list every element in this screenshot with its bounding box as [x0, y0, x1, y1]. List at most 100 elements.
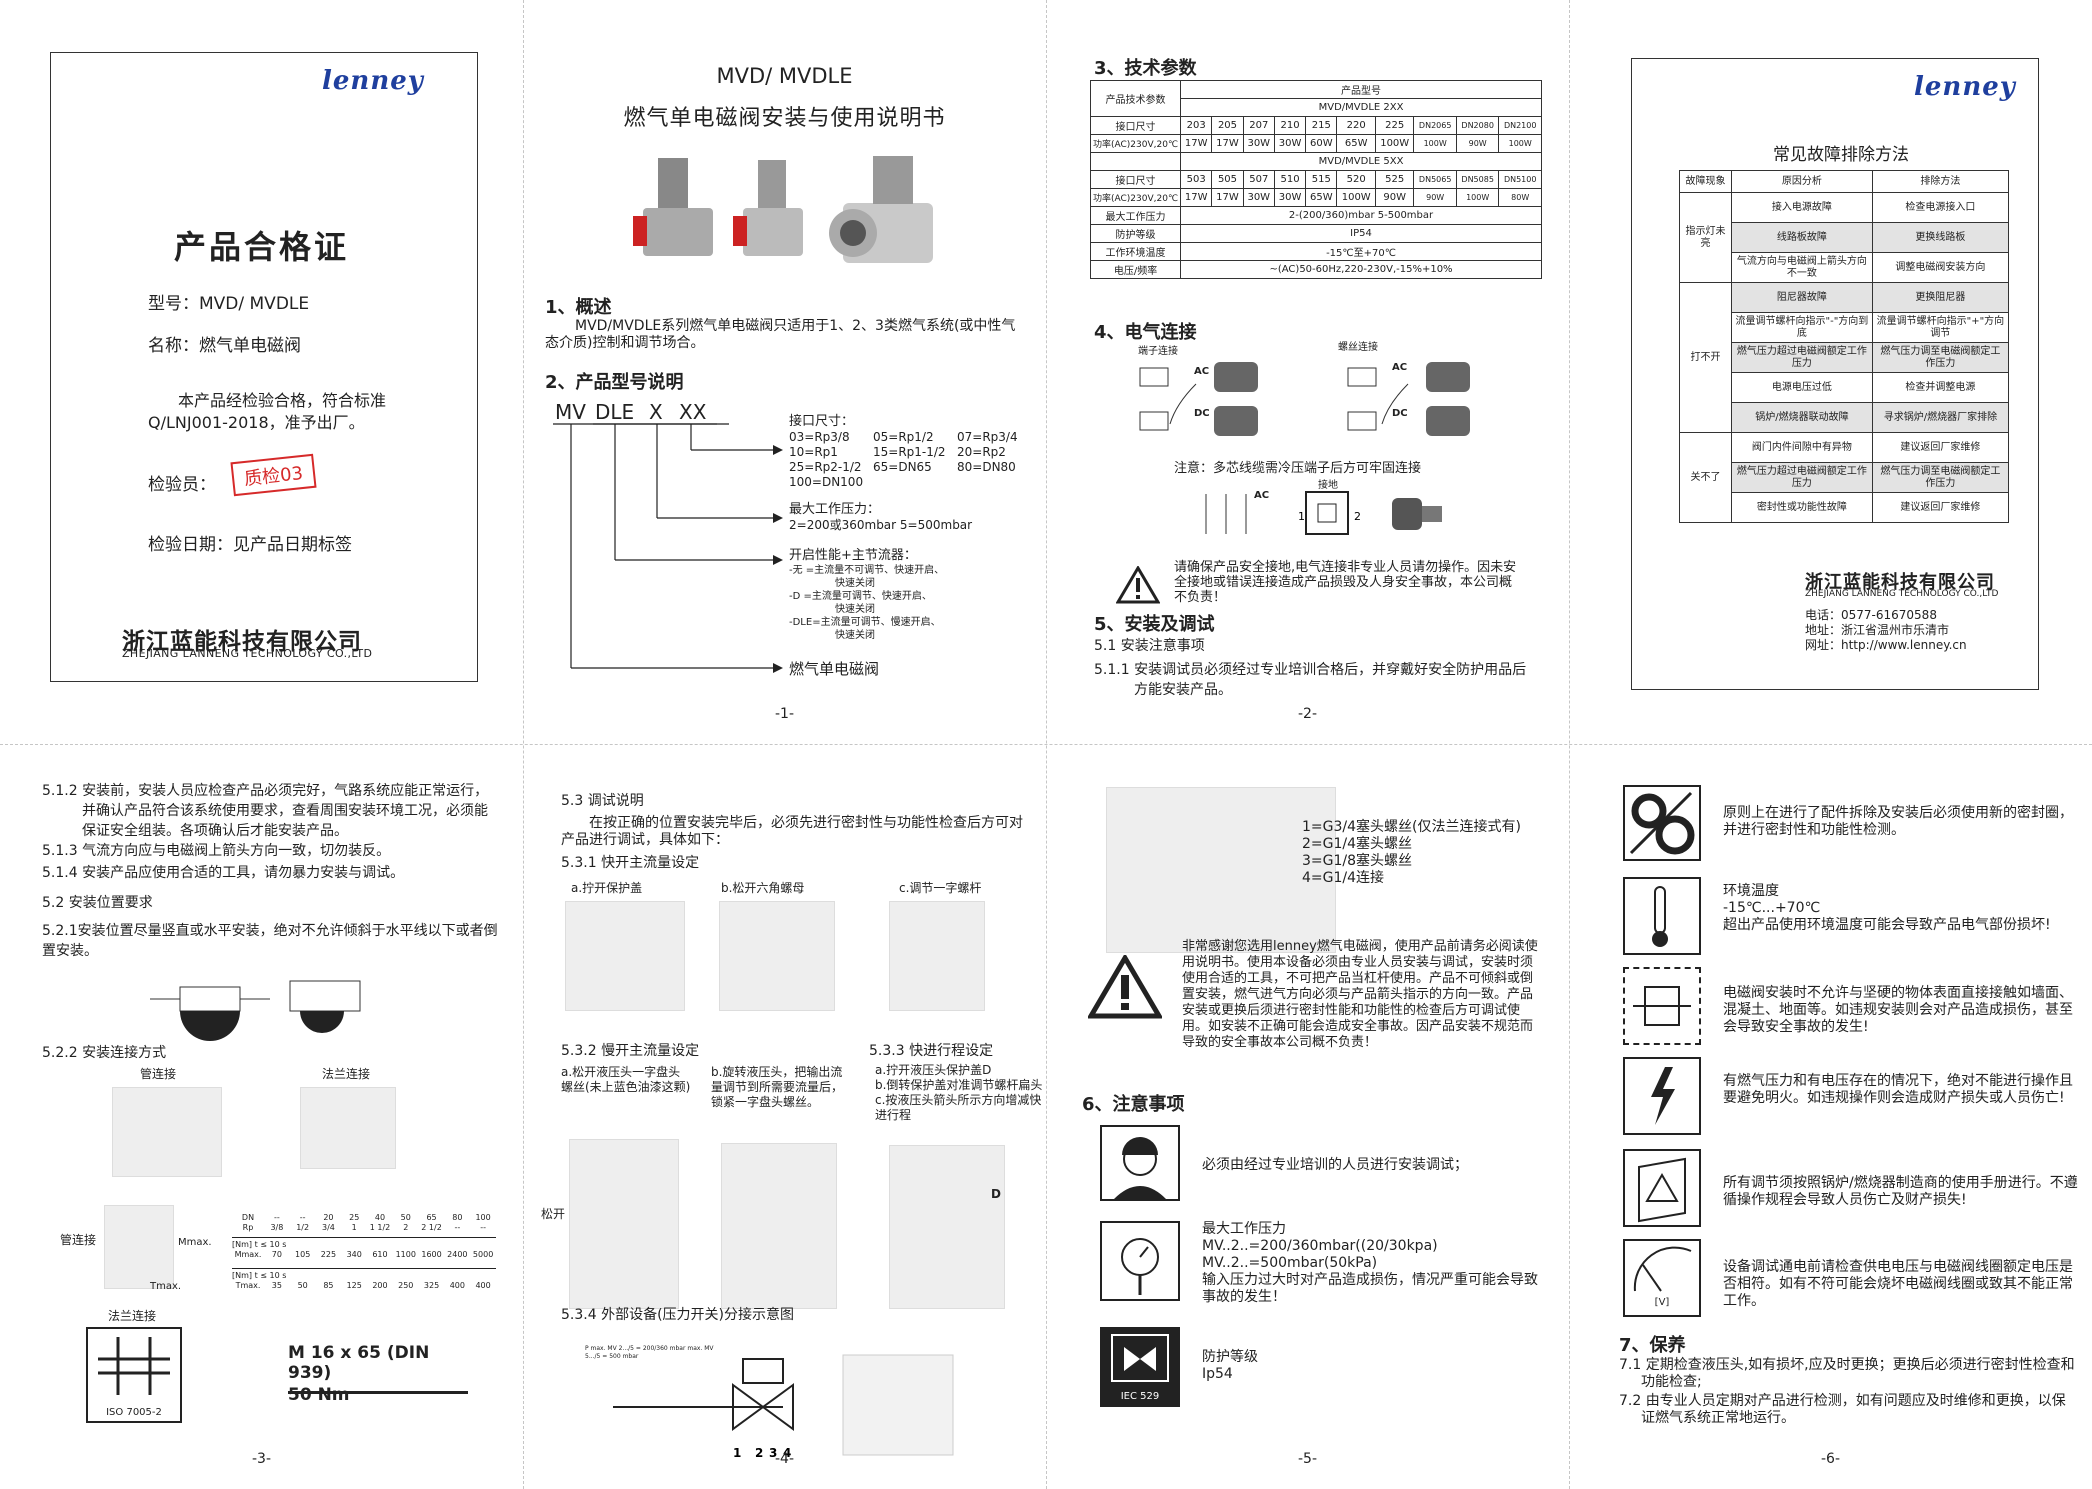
cell: 30W: [1273, 134, 1307, 153]
warning-triangle-icon: [1086, 953, 1164, 1019]
ground-label: 接地: [1318, 480, 1338, 491]
port-item: 03=Rp3/8: [789, 430, 850, 444]
statement: 本产品经检验合格，符合标准Q/LNJ001-2018，准予出厂。: [148, 391, 387, 432]
wiring-diagrams: [1139, 362, 1470, 436]
cell: 17W: [1180, 134, 1213, 153]
svg-text:2: 2: [755, 1446, 763, 1460]
row-label: 最大工作压力: [1089, 206, 1182, 225]
panel-page-4: 5.3 调试说明 在按正确的位置安装完毕后，必须先进行密封性与功能性检查后方可对…: [523, 745, 1046, 1489]
company-name-cn: 浙江蓝能科技有限公司: [1805, 572, 1995, 593]
step-c-image: [889, 901, 985, 1011]
company-name-cn: 浙江蓝能科技有限公司: [122, 629, 362, 655]
fault-th: 故障现象: [1679, 170, 1732, 193]
step-a2: a.松开液压头一字盘头螺丝(未上蓝色油漆这颗): [561, 1065, 691, 1094]
cell: DN2080: [1455, 116, 1500, 135]
tq-cell: 250: [398, 1281, 414, 1290]
electric-shock-icon: [1623, 1057, 1701, 1135]
inspector-label: 检验员：: [148, 475, 216, 495]
slow-open-image-2: [721, 1143, 837, 1309]
ac-label-3: AC: [1254, 490, 1270, 501]
page-number: -3-: [251, 1451, 271, 1467]
row-label: 接口尺寸: [1089, 116, 1182, 135]
cell: 17W: [1211, 134, 1244, 153]
valve-label: 燃气单电磁阀: [789, 660, 880, 678]
cell: 510: [1273, 170, 1307, 189]
note-3: 防护等级 Ip54: [1202, 1349, 1258, 1383]
warning-icon: [1115, 565, 1161, 608]
fault-group: 关不了: [1679, 432, 1732, 523]
svg-text:4: 4: [783, 1446, 791, 1460]
panel-page-1: MVD/ MVDLE 燃气单电磁阀安装与使用说明书 1、概述 MVD/MVDLE…: [523, 0, 1046, 744]
tq-cell: 1/2: [296, 1223, 310, 1232]
cell: 60W: [1305, 134, 1338, 153]
tq-cell: 5000: [472, 1250, 494, 1259]
safety-warning: 非常感谢您选用lenney燃气电磁阀，使用产品前请务必阅读使用说明书。使用本设备…: [1182, 939, 1538, 1050]
install-522: 5.2.2 安装连接方式: [42, 1045, 167, 1061]
cell: 203: [1180, 116, 1213, 135]
cell: 505: [1211, 170, 1244, 189]
port-item: 15=Rp1-1/2: [873, 445, 946, 459]
fault-fix: 寻求锅炉/燃烧器厂家排除: [1871, 402, 2010, 433]
iso-label: ISO 7005-2: [106, 1407, 162, 1418]
tq-cell: 25: [349, 1213, 360, 1222]
install-514: 5.1.4 安装产品应使用合适的工具，请勿暴力安装与调试。: [42, 865, 405, 881]
tq-label: [Nm] t ≤ 10 s: [232, 1268, 496, 1281]
position-diagram: [150, 980, 361, 1041]
tq-cell: --: [480, 1223, 486, 1232]
cell: DN5085: [1455, 170, 1500, 189]
step-c: c.调节一字螺杆: [899, 881, 982, 895]
cell: DN2100: [1498, 116, 1542, 135]
valve-photo-group: [633, 156, 933, 263]
cell: 503: [1180, 170, 1213, 189]
tq-cell: 3/4: [322, 1223, 335, 1232]
cell: 65W: [1336, 134, 1376, 153]
fault-fix: 流量调节螺杆向指示"+"方向调节: [1871, 312, 2010, 343]
care-note-6: 设备调试通电前请检查供电电压与电磁阀线圈额定电压是否相符。如有不符可能会烧坏电磁…: [1723, 1259, 2073, 1309]
brand-logo: lenney: [322, 66, 424, 96]
torque-spec: 50 Nm: [288, 1385, 350, 1405]
install-521: 5.2.1安装位置尽量竖直或水平安装，绝对不允许倾斜于水平线以下或者倒置安装。: [42, 923, 498, 959]
code-xx: XX: [679, 400, 707, 424]
row-label: 接口尺寸: [1089, 170, 1182, 189]
fault-fix: 建议返回厂家维修: [1871, 492, 2010, 523]
ac-label-1: AC: [1194, 366, 1210, 377]
opening-line: -D =主流量可调节、快速开启、: [789, 591, 932, 602]
tq-cell: --: [273, 1213, 280, 1222]
fault-cause: 燃气压力超过电磁阀额定工作压力: [1731, 342, 1873, 373]
port-item: 25=Rp2-1/2: [789, 460, 862, 474]
tq-cell: 225: [320, 1250, 337, 1259]
port-title: 接口尺寸：: [789, 414, 855, 429]
care-note-2-line: -15℃...+70℃: [1723, 900, 1821, 916]
install-52: 5.2 安装位置要求: [42, 895, 153, 911]
fault-group: 指示灯未亮: [1679, 192, 1732, 283]
tq-cell: DN: [241, 1213, 255, 1222]
code-mv: MV: [555, 400, 586, 424]
big-warning-icon: [1086, 953, 1164, 1023]
port-item: 10=Rp1: [789, 445, 838, 459]
cell: 507: [1242, 170, 1275, 189]
code-arrows: [553, 423, 783, 673]
name-line: 名称：燃气单电磁阀: [148, 336, 301, 356]
bolt-spec: M 16 x 65 (DIN 939): [288, 1343, 468, 1394]
care-note-4: 有燃气压力和有电压存在的情况下，绝对不能进行操作且要避免明火。如违规操作则会造成…: [1723, 1073, 2073, 1106]
tmax-label: Tmax.: [150, 1281, 182, 1292]
tq-cell: 35: [271, 1281, 282, 1290]
tq-cell: 340: [346, 1250, 362, 1259]
th-model-2xx: MVD/MVDLE 2XX: [1180, 98, 1542, 117]
step-b2: b.旋转液压头，把输出流量调节到所需要流量后，锁紧一字盘头螺丝。: [711, 1065, 844, 1109]
fault-cause: 线路板故障: [1731, 222, 1873, 253]
tq-cell: 50: [400, 1213, 411, 1222]
tq-cell: 40: [374, 1213, 386, 1222]
cell: 30W: [1273, 188, 1307, 207]
gauge-icon: [1100, 1221, 1180, 1301]
opening-line: 快速关闭: [835, 578, 875, 589]
cell: 220: [1336, 116, 1376, 135]
cell: 100W: [1374, 134, 1415, 153]
fault-cause: 密封性或功能性故障: [1731, 492, 1873, 523]
fault-fix: 检查电源接入口: [1871, 192, 2010, 223]
note-2-line: MV..2..=200/360mbar((20/30kpa): [1202, 1238, 1438, 1254]
iec-label: IEC 529: [1120, 1391, 1160, 1402]
fault-fix: 调整电磁阀安装方向: [1871, 252, 2010, 283]
step-b-image: [719, 901, 835, 1011]
